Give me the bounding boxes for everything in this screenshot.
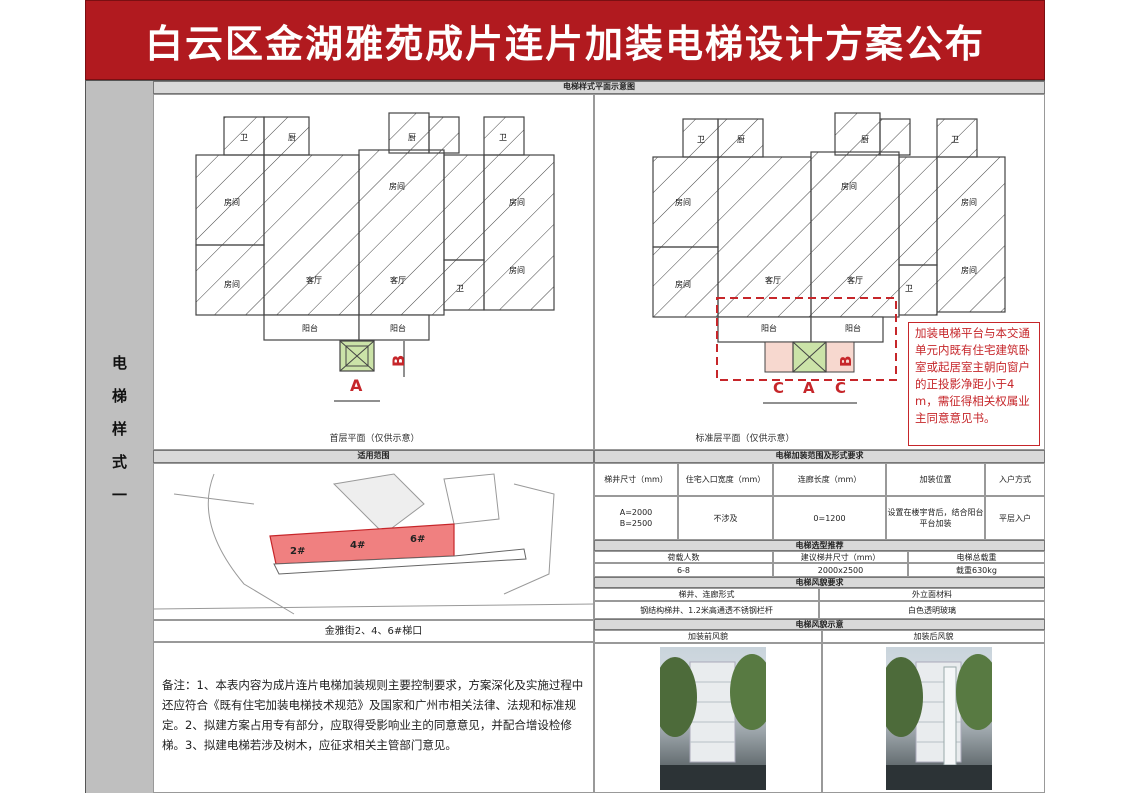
preview-after-label: 加装后风貌	[822, 630, 1045, 643]
room-label-wei: 卫	[240, 133, 248, 142]
remark-panel: 备注：1、本表内容为成片连片电梯加装规则主要控制要求，方案深化及实施过程中还应符…	[153, 642, 594, 793]
recommend-header-shaft: 建议梯井尺寸（mm）	[773, 551, 908, 563]
standard-floor-plan-drawing: 卫 厨 厨 卫 房间 房间 房间 房间 房间 客厅 客厅 卫 阳台 阳台 C A…	[652, 112, 1006, 404]
room-label-wei-5: 卫	[951, 135, 959, 144]
room-label-keting-4: 客厅	[847, 275, 863, 285]
room-label-fangjian-2: 房间	[389, 181, 405, 191]
standard-floor-caption: 标准层平面（仅供示意）	[695, 434, 795, 444]
room-label-fangjian-9: 房间	[675, 279, 691, 289]
style-req-header-form: 梯井、连廊形式	[594, 588, 819, 601]
style-req-title: 电梯风貌要求	[594, 577, 1045, 588]
room-label-fangjian-4: 房间	[224, 279, 240, 289]
recommend-value-shaft: 2000x2500	[773, 563, 908, 577]
ground-floor-caption: 首层平面（仅供示意）	[329, 434, 420, 444]
dim-a-label: A	[350, 376, 363, 395]
remark-text: 备注：1、本表内容为成片连片电梯加装规则主要控制要求，方案深化及实施过程中还应符…	[162, 678, 584, 752]
room-label-yangtai: 阳台	[302, 323, 318, 333]
before-photo	[653, 647, 774, 790]
dim-a-label-std: A	[803, 379, 815, 397]
room-label-chu-2: 厨	[408, 133, 416, 142]
recommend-header-capacity: 荷载人数	[594, 551, 773, 563]
room-label-wei-2: 卫	[499, 133, 507, 142]
room-label-yangtai-2: 阳台	[390, 323, 406, 333]
style-req-value-material: 白色透明玻璃	[819, 601, 1045, 619]
spec-header-entry-width: 住宅入口宽度（mm）	[678, 463, 773, 496]
ground-floor-plan-panel: 卫 厨 厨 卫 房间 房间 房间 房间 房间 客厅 客厅 卫 阳台 阳台 A B…	[153, 94, 594, 450]
scope-title: 适用范围	[153, 450, 594, 463]
recommend-value-capacity: 6-8	[594, 563, 773, 577]
ground-floor-plan-drawing: 卫 厨 厨 卫 房间 房间 房间 房间 房间 客厅 客厅 卫 阳台 阳台 A B	[195, 112, 555, 402]
side-label-panel: 电梯样式一	[86, 81, 154, 793]
room-label-yangtai-4: 阳台	[845, 323, 861, 333]
room-label-fangjian-10: 房间	[961, 265, 977, 275]
room-label-keting-2: 客厅	[390, 275, 406, 285]
recommend-value-load: 载重630kg	[908, 563, 1045, 577]
scope-caption: 金雅街2、4、6#梯口	[153, 620, 594, 642]
spec-header-shaft-size: 梯井尺寸（mm）	[594, 463, 678, 496]
room-label-fangjian: 房间	[224, 197, 240, 207]
room-label-fangjian-7: 房间	[841, 181, 857, 191]
preview-title: 电梯风貌示意	[594, 619, 1045, 630]
room-label-chu: 厨	[288, 133, 296, 142]
spec-header-corridor-length: 连廊长度（mm）	[773, 463, 886, 496]
page-title: 白云区金湖雅苑成片连片加装电梯设计方案公布	[85, 0, 1045, 80]
spec-value-entry-method: 平层入户	[985, 496, 1045, 540]
building-6-label: 6#	[410, 534, 425, 545]
dim-b-label: B	[389, 355, 408, 367]
style-req-value-form: 钢结构梯井、1.2米高通透不锈钢栏杆	[594, 601, 819, 619]
spec-table-title: 电梯加装范围及形式要求	[594, 450, 1045, 463]
site-map-panel: 2# 4# 6#	[153, 463, 596, 620]
plan-section-title: 电梯样式平面示意图	[153, 81, 1045, 94]
recommend-title: 电梯选型推荐	[594, 540, 1045, 551]
spec-value-shaft-size: A=2000 B=2500	[594, 496, 678, 540]
room-label-fangjian-3: 房间	[509, 197, 525, 207]
building-2-label: 2#	[290, 546, 305, 557]
room-label-wei-3: 卫	[456, 284, 464, 293]
room-label-keting-3: 客厅	[765, 275, 781, 285]
room-label-keting: 客厅	[306, 275, 322, 285]
room-label-yangtai-3: 阳台	[761, 323, 777, 333]
room-label-fangjian-8: 房间	[961, 197, 977, 207]
room-label-wei-4: 卫	[697, 135, 705, 144]
spec-value-corridor-length: 0=1200	[773, 496, 886, 540]
spec-value-entry-width: 不涉及	[678, 496, 773, 540]
dim-b-label-std: B	[837, 356, 855, 367]
spec-header-position: 加装位置	[886, 463, 985, 496]
dim-c-label-right: C	[835, 379, 846, 397]
dim-c-label-left: C	[773, 379, 784, 397]
room-label-fangjian-5: 房间	[509, 265, 525, 275]
after-photo	[879, 647, 1000, 790]
site-map-drawing: 2# 4# 6#	[153, 473, 596, 615]
distance-warning-note: 加装电梯平台与本交通单元内既有住宅建筑卧室或起居室主朝向窗户的正投影净距小于4 …	[908, 322, 1040, 446]
style-req-header-material: 外立面材料	[819, 588, 1045, 601]
room-label-chu-4: 厨	[861, 135, 869, 144]
side-label: 电梯样式一	[110, 354, 128, 520]
room-label-wei-6: 卫	[905, 284, 913, 293]
recommend-header-load: 电梯总载重	[908, 551, 1045, 563]
standard-floor-plan-panel: 卫 厨 厨 卫 房间 房间 房间 房间 房间 客厅 客厅 卫 阳台 阳台 C A…	[594, 94, 1045, 450]
spec-value-position: 设置在楼宇背后，结合阳台平台加装	[886, 496, 985, 540]
building-4-label: 4#	[350, 540, 365, 551]
room-label-chu-3: 厨	[737, 135, 745, 144]
spec-header-entry-method: 入户方式	[985, 463, 1045, 496]
preview-before-label: 加装前风貌	[594, 630, 822, 643]
room-label-fangjian-6: 房间	[675, 197, 691, 207]
